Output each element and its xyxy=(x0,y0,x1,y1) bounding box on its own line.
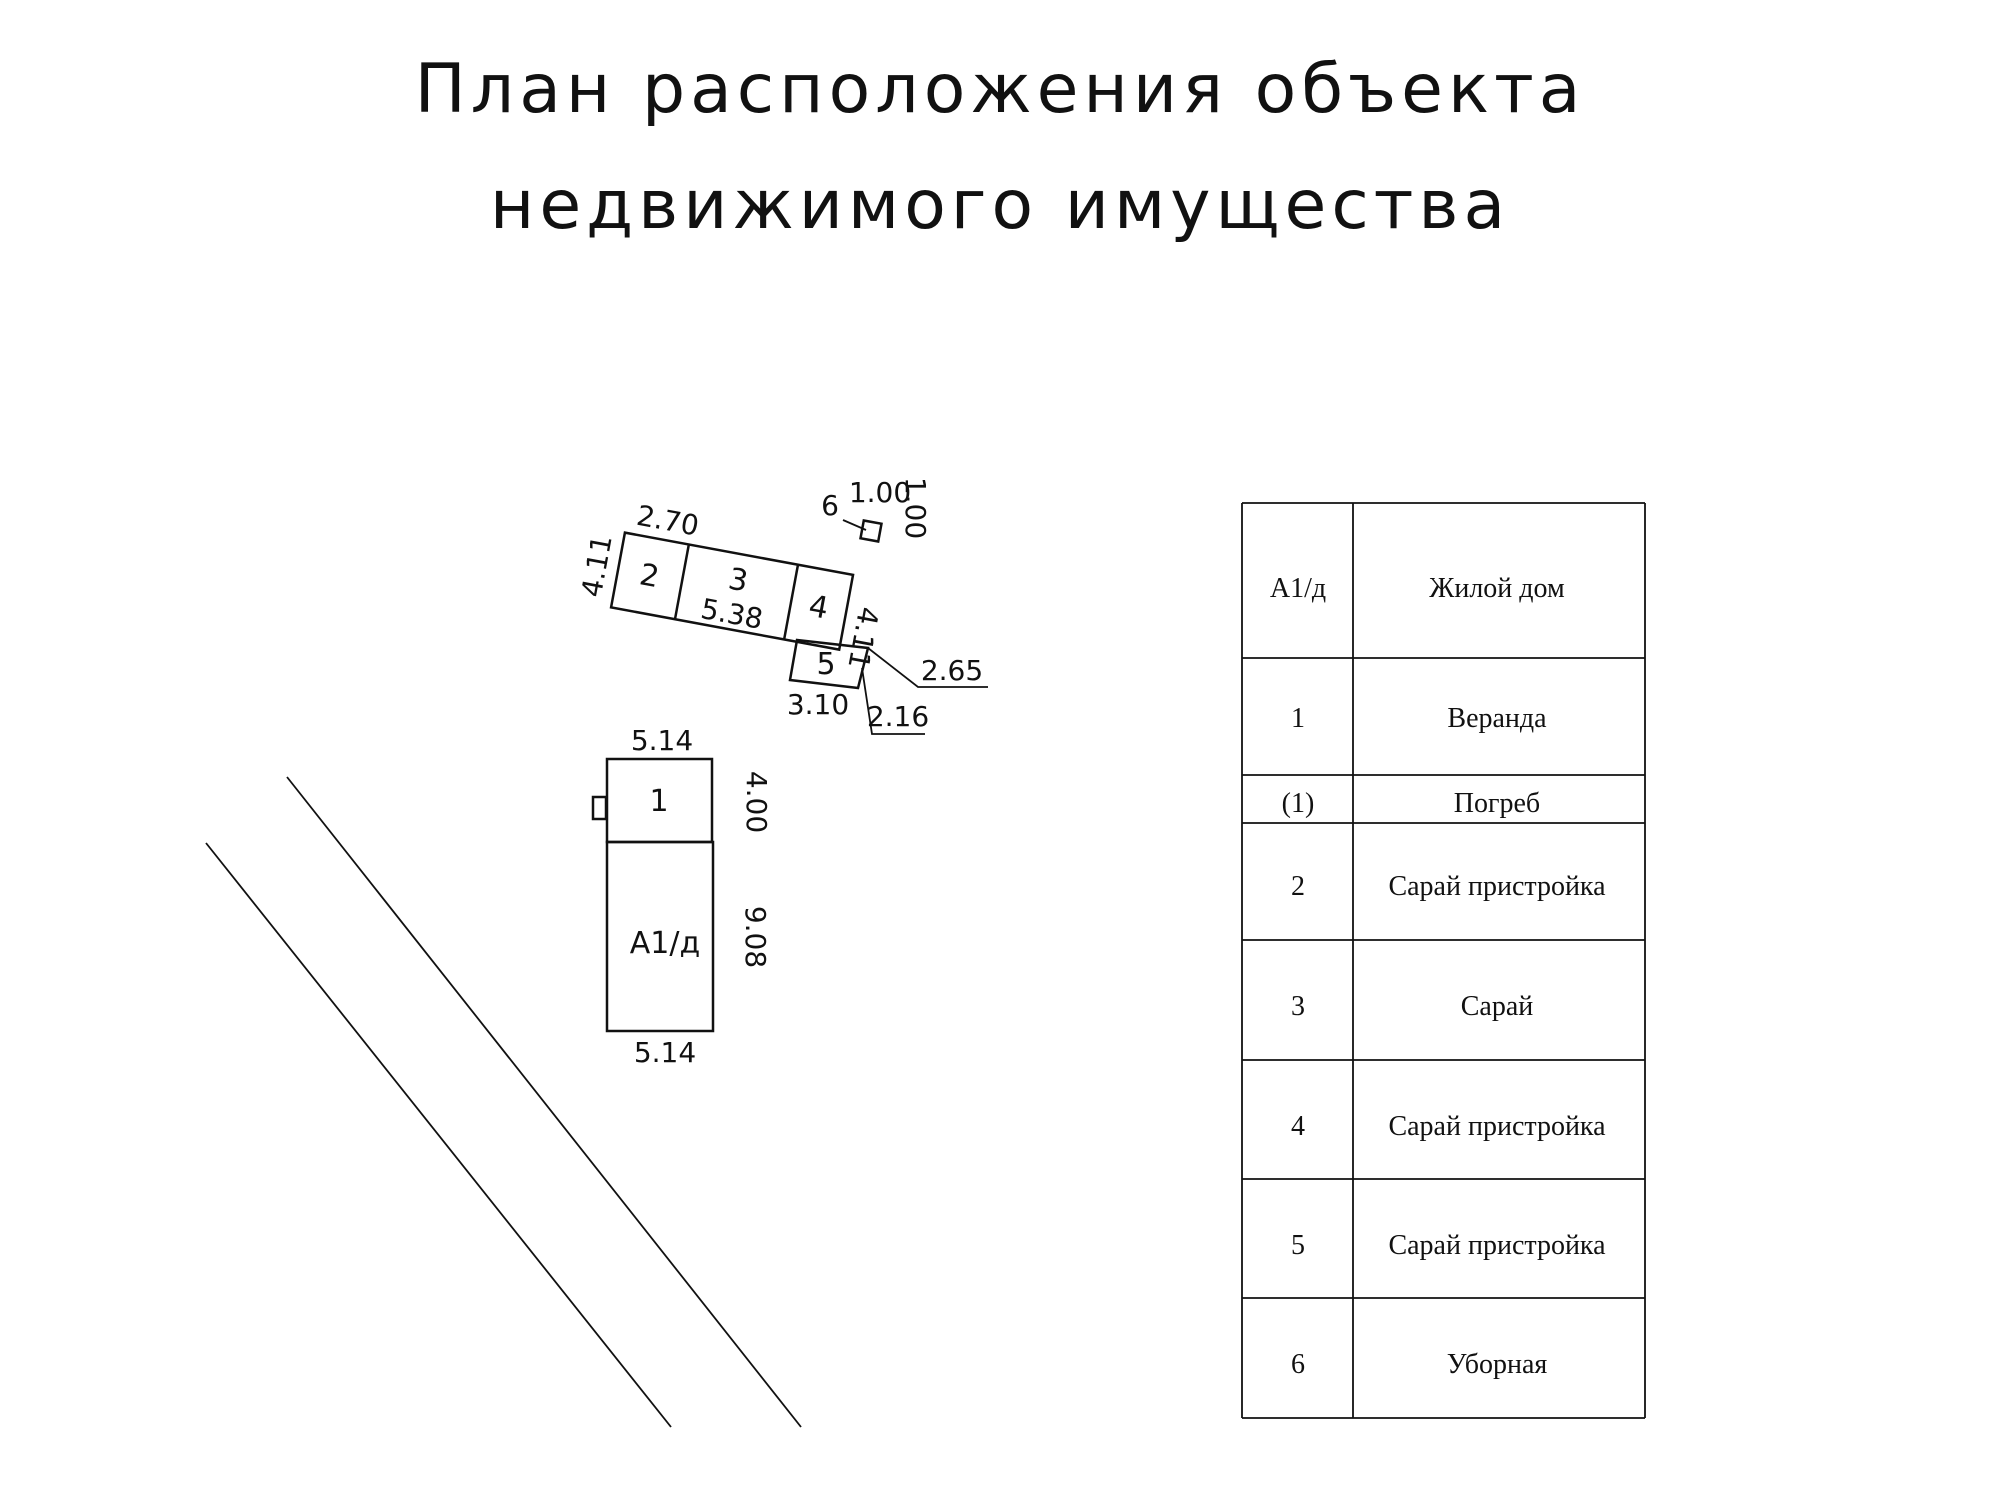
legend-code: (1) xyxy=(1282,788,1315,819)
legend-name: Сарай пристройка xyxy=(1388,1230,1606,1261)
legend-name: Сарай пристройка xyxy=(1388,871,1606,902)
house-dim-bottom: 5.14 xyxy=(634,1036,696,1069)
leader-2-65 xyxy=(867,647,988,688)
divider-3-4 xyxy=(782,564,800,640)
legend-table: А1/д Жилой дом 1 Веранда (1) Погреб 2 Са… xyxy=(1241,502,1646,1419)
divider-2-3 xyxy=(673,544,691,620)
barn-3-dim-inside: 5.38 xyxy=(698,592,765,636)
legend-code: 4 xyxy=(1291,1111,1305,1142)
barn-5-leader-a: 2.65 xyxy=(921,654,983,687)
cellar-entrance xyxy=(591,795,608,821)
legend-code: 1 xyxy=(1291,703,1305,734)
outbuilding-row-outline xyxy=(609,531,855,652)
legend-name: Уборная xyxy=(1447,1349,1548,1380)
road-line-lower xyxy=(205,842,672,1428)
title-line-1: План расположения объекта xyxy=(415,50,1586,129)
barn-5-label: 5 xyxy=(816,647,835,682)
veranda-dim-side: 4.00 xyxy=(740,771,773,833)
legend-code: 2 xyxy=(1291,871,1305,902)
barn-3-label: 3 xyxy=(726,562,751,600)
outhouse-outline xyxy=(859,519,883,543)
barn-4-dim-right: 4.11 xyxy=(841,604,885,671)
house-dim-top: 5.14 xyxy=(631,724,693,757)
house-label: А1/д xyxy=(630,926,700,961)
barn-5-dim-bottom: 3.10 xyxy=(787,688,849,721)
barn-2-dim-left: 4.11 xyxy=(575,532,619,599)
outbuilding-row: 2 3 5.38 4 2.70 4.11 4.11 xyxy=(575,499,885,672)
outhouse-label: 6 xyxy=(821,489,839,522)
legend-code: А1/д xyxy=(1270,573,1326,604)
title-line-2: недвижимого имущества xyxy=(490,166,1510,245)
leader-2-16 xyxy=(861,667,925,735)
barn-2-label: 2 xyxy=(637,557,662,595)
barn-5-outline xyxy=(788,638,870,690)
barn-5-leader-b: 2.16 xyxy=(867,700,929,733)
legend-code: 5 xyxy=(1291,1230,1305,1261)
legend-code: 6 xyxy=(1291,1349,1305,1380)
house-dim-side: 9.08 xyxy=(739,906,772,968)
road-line-upper xyxy=(286,776,802,1428)
veranda-label: 1 xyxy=(649,784,668,819)
outhouse-leader xyxy=(842,519,867,531)
legend-name: Веранда xyxy=(1447,703,1547,734)
house-outline xyxy=(605,840,715,1033)
legend-name: Жилой дом xyxy=(1429,573,1565,604)
legend-code: 3 xyxy=(1291,991,1305,1022)
legend-name: Сарай xyxy=(1461,991,1534,1022)
legend-name: Погреб xyxy=(1454,788,1540,819)
legend-name: Сарай пристройка xyxy=(1388,1111,1606,1142)
barn-4-dim-top-right: 1.00 xyxy=(899,477,932,539)
barn-4-label: 4 xyxy=(806,589,831,627)
outhouse-dim-top: 1.00 xyxy=(849,476,911,509)
